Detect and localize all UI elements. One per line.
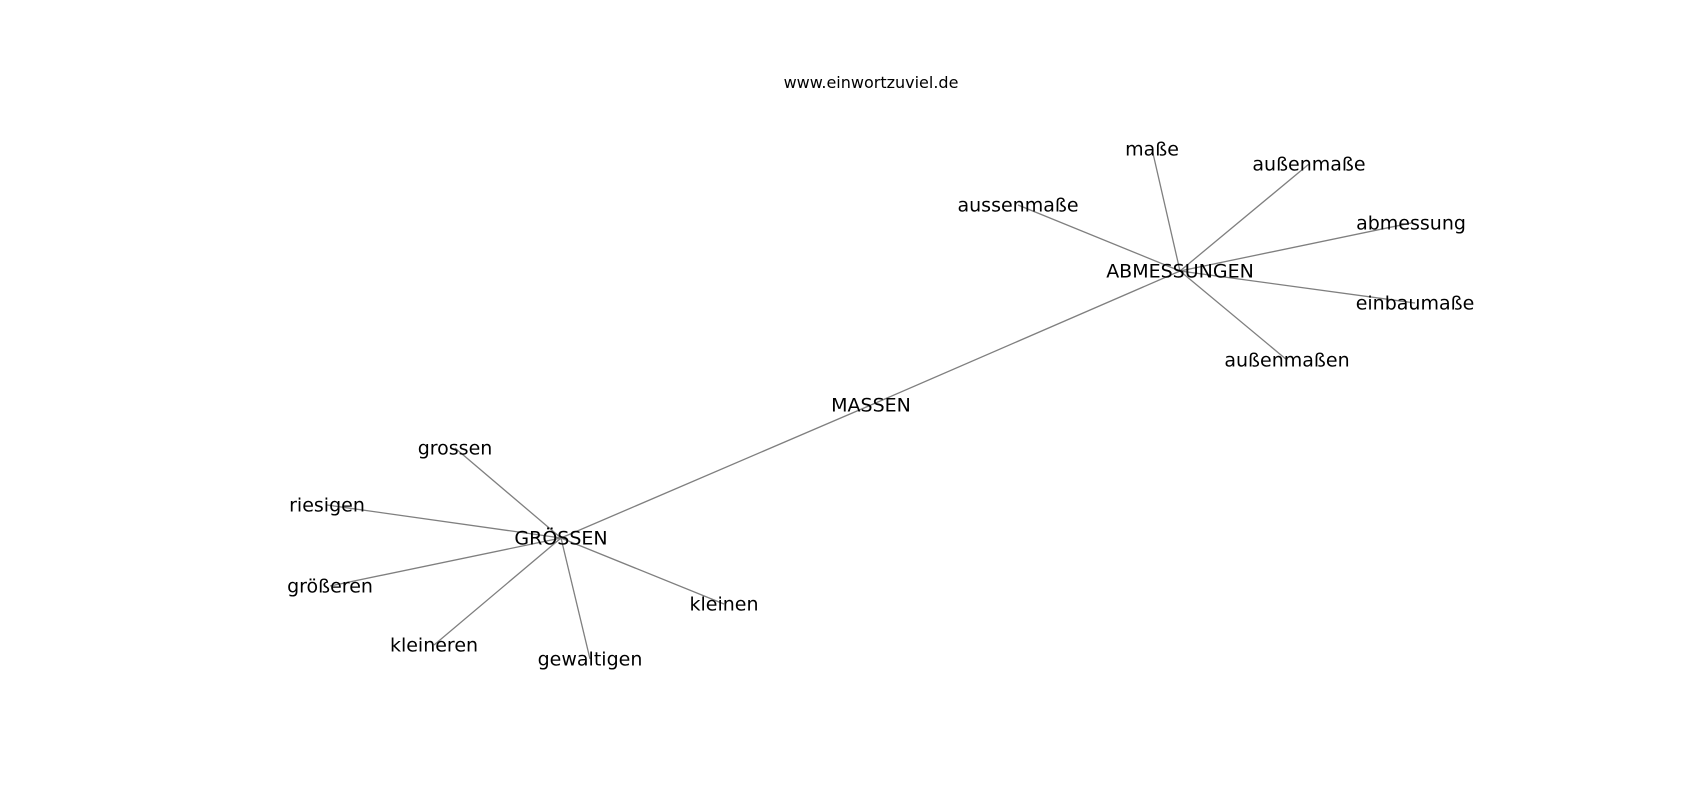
node-label-groessen: GRÖSSEN	[514, 527, 607, 550]
edge-groessen-grossen	[454, 447, 562, 539]
edge-abmessungen-abmessung	[1179, 222, 1412, 272]
node-label-aussenmasse_sz: außenmaße	[1252, 154, 1365, 176]
node-label-aussenmassen: außenmaßen	[1224, 350, 1349, 372]
node-label-einbaumasse: einbaumaße	[1356, 293, 1475, 315]
node-label-abmessungen: ABMESSUNGEN	[1106, 261, 1254, 283]
edge-abmessungen-masse	[1151, 148, 1181, 272]
edges-layer	[326, 148, 1416, 660]
node-label-abmessung: abmessung	[1356, 213, 1466, 235]
edge-groessen-kleineren	[433, 537, 562, 646]
edge-massen-abmessungen	[870, 270, 1181, 406]
edge-abmessungen-aussenmasse_ss	[1017, 204, 1181, 272]
edge-abmessungen-einbaumasse	[1179, 270, 1416, 304]
node-label-massen: MASSEN	[831, 395, 911, 417]
source-url: www.einwortzuviel.de	[784, 73, 959, 92]
edge-massen-groessen	[560, 404, 872, 539]
node-label-masse: maße	[1125, 139, 1179, 161]
node-label-kleinen: kleinen	[689, 594, 758, 616]
node-label-riesigen: riesigen	[289, 495, 365, 517]
node-label-kleineren: kleineren	[390, 635, 478, 657]
edge-groessen-groesseren	[329, 537, 562, 587]
node-label-aussenmasse_ss: aussenmaße	[957, 195, 1078, 217]
node-label-grossen: grossen	[418, 438, 493, 460]
node-label-gewaltigen: gewaltigen	[538, 649, 643, 671]
nodes-layer: MASSEN ABMESSUNGEN GRÖSSEN maße außenmaße aus…	[287, 139, 1474, 671]
edge-abmessungen-aussenmassen	[1179, 270, 1288, 361]
edge-groessen-riesigen	[326, 504, 562, 539]
edge-abmessungen-aussenmasse_sz	[1179, 163, 1310, 272]
node-label-groesseren: größeren	[287, 576, 373, 598]
edge-groessen-gewaltigen	[560, 537, 591, 660]
edge-groessen-kleinen	[560, 537, 725, 605]
